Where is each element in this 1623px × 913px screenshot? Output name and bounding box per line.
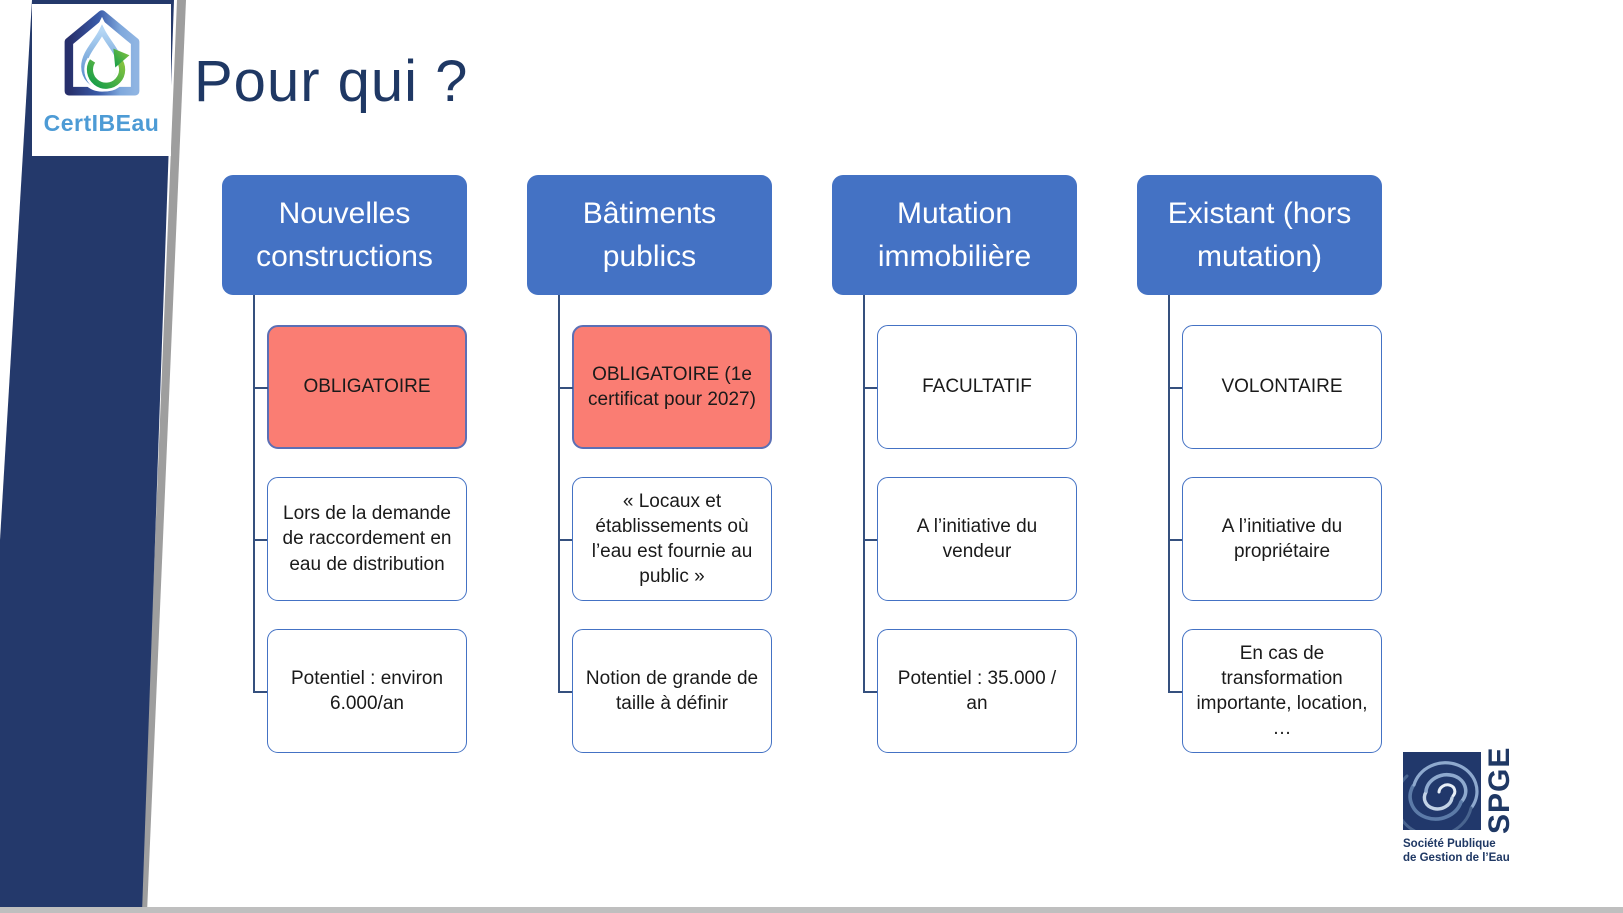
detail-box: A l’initiative du vendeur — [863, 477, 1077, 601]
detail-box: Lors de la demande de raccordement en ea… — [253, 477, 467, 601]
slide-bottom-edge — [0, 907, 1623, 913]
spge-swirl-icon — [1394, 752, 1481, 838]
detail-box: Potentiel : environ 6.000/an — [253, 629, 467, 753]
column-mutation-immobiliere: Mutation immobilière FACULTATIF A l’init… — [832, 175, 1077, 781]
connector-vertical-line — [1168, 295, 1170, 692]
category-header-box: Bâtiments publics — [527, 175, 772, 295]
certibeau-house-icon — [64, 10, 139, 96]
status-box: FACULTATIF — [863, 325, 1077, 449]
category-header-box: Nouvelles constructions — [222, 175, 467, 295]
column-existant-hors-mutation: Existant (hors mutation) VOLONTAIRE A l’… — [1137, 175, 1382, 781]
certibeau-logo-card: CertIBEau — [32, 4, 171, 156]
status-box: OBLIGATOIRE — [254, 325, 467, 449]
connector-vertical-line — [253, 295, 255, 692]
spge-logo-block: SPGE Société Publique de Gestion de l’Ea… — [1394, 746, 1523, 866]
detail-box: En cas de transformation importante, loc… — [1168, 629, 1382, 753]
detail-box: A l’initiative du propriétaire — [1168, 477, 1382, 601]
spge-acronym: SPGE — [1483, 746, 1516, 834]
brand-name: CertIBEau — [43, 110, 160, 136]
column-batiments-publics: Bâtiments publics OBLIGATOIRE (1e certif… — [527, 175, 772, 781]
column-nouvelles-constructions: Nouvelles constructions OBLIGATOIRE Lors… — [222, 175, 467, 781]
connector-vertical-line — [863, 295, 865, 692]
connector-vertical-line — [558, 295, 560, 692]
status-box: OBLIGATOIRE (1e certificat pour 2027) — [559, 325, 772, 449]
category-header-box: Mutation immobilière — [832, 175, 1077, 295]
category-header-box: Existant (hors mutation) — [1137, 175, 1382, 295]
detail-box: « Locaux et établissements où l’eau est … — [558, 477, 772, 601]
spge-caption-line1: Société Publique — [1403, 838, 1496, 850]
detail-box: Potentiel : 35.000 / an — [863, 629, 1077, 753]
detail-box: Notion de grande de taille à définir — [558, 629, 772, 753]
status-box: VOLONTAIRE — [1168, 325, 1382, 449]
spge-caption-line2: de Gestion de l’Eau — [1403, 851, 1510, 864]
slide-title: Pour qui ? — [194, 49, 469, 114]
